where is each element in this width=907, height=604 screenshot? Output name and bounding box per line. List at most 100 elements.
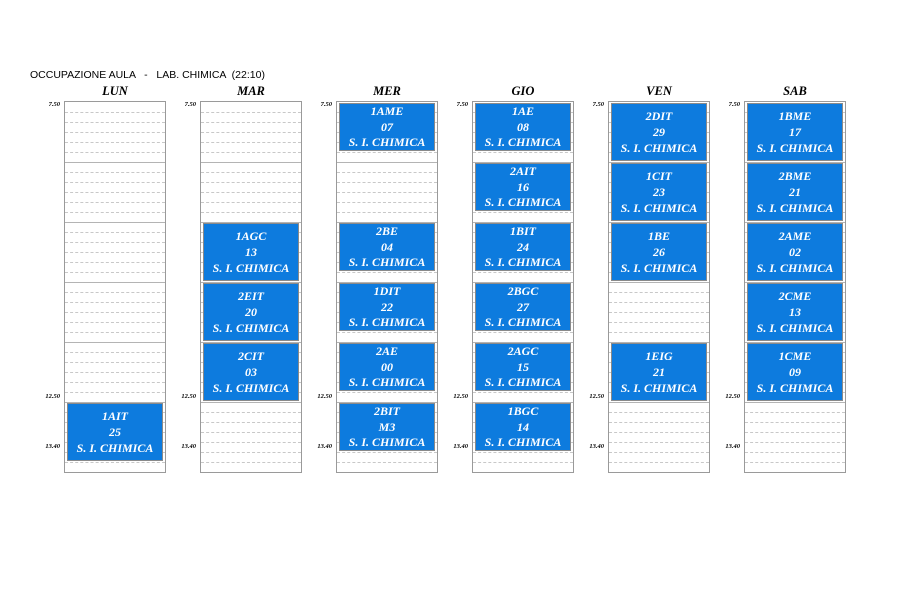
slot-divider xyxy=(745,452,845,453)
hour-divider xyxy=(609,222,709,223)
hour-divider xyxy=(201,282,301,283)
hour-divider xyxy=(65,222,165,223)
lesson-class: 1EIG xyxy=(645,349,673,363)
slot-divider xyxy=(65,122,165,123)
lesson-code: 21 xyxy=(789,185,801,199)
lesson-code: 22 xyxy=(381,299,393,314)
time-label-mid: 12.50 xyxy=(45,393,60,400)
slot-divider xyxy=(65,112,165,113)
hour-divider xyxy=(337,222,437,223)
lesson-class: 2EIT xyxy=(237,289,264,303)
lesson-class: 1AE xyxy=(511,104,534,118)
slot-divider xyxy=(337,462,437,463)
lesson-room: S. I. CHIMICA xyxy=(756,261,834,275)
time-label-end: 13.40 xyxy=(45,443,60,450)
lesson-class: 1AGC xyxy=(235,229,267,243)
hour-divider xyxy=(65,342,165,343)
slot-divider xyxy=(65,272,165,273)
slot-divider xyxy=(473,212,573,213)
lesson-class: 2DIT xyxy=(645,109,673,123)
slot-divider xyxy=(65,372,165,373)
lesson-class: 2CIT xyxy=(237,349,264,363)
slot-divider xyxy=(65,462,165,463)
lesson-class: 2BGC xyxy=(507,284,539,298)
lesson-class: 1AME xyxy=(370,104,404,118)
hour-divider xyxy=(609,162,709,163)
slot-divider xyxy=(609,302,709,303)
lesson-code: 26 xyxy=(653,245,665,259)
lesson-room: S. I. CHIMICA xyxy=(348,375,426,389)
slot-divider xyxy=(473,152,573,153)
slot-divider xyxy=(65,152,165,153)
lesson-code: 21 xyxy=(653,365,665,379)
time-label-mid: 12.50 xyxy=(589,393,604,400)
lesson-code: 23 xyxy=(653,185,665,199)
slot-divider xyxy=(473,332,573,333)
hour-divider xyxy=(337,402,437,403)
lesson-room: S. I. CHIMICA xyxy=(484,195,562,209)
lesson-room: S. I. CHIMICA xyxy=(484,435,562,449)
slot-divider xyxy=(65,292,165,293)
hour-divider xyxy=(473,402,573,403)
lesson-class: 1BIT xyxy=(509,224,536,238)
slot-divider xyxy=(337,452,437,453)
slot-divider xyxy=(65,392,165,393)
slot-divider xyxy=(65,312,165,313)
time-label-start: 7.50 xyxy=(728,101,740,108)
slot-divider xyxy=(745,462,845,463)
lesson-code: 14 xyxy=(517,419,529,434)
slot-divider xyxy=(337,392,437,393)
lesson-class: 2CME xyxy=(778,289,812,303)
slot-divider xyxy=(609,312,709,313)
lesson-code: 09 xyxy=(789,365,801,379)
lesson-room: S. I. CHIMICA xyxy=(348,135,426,149)
slot-divider xyxy=(201,152,301,153)
lesson-room: S. I. CHIMICA xyxy=(212,321,290,335)
hour-divider xyxy=(745,162,845,163)
lesson-class: 1BE xyxy=(647,229,670,243)
slot-divider xyxy=(337,272,437,273)
lesson-class: 2AGC xyxy=(507,344,539,358)
time-label-start: 7.50 xyxy=(456,101,468,108)
slot-divider xyxy=(201,202,301,203)
slot-divider xyxy=(201,182,301,183)
slot-divider xyxy=(337,152,437,153)
slot-divider xyxy=(201,432,301,433)
slot-divider xyxy=(473,272,573,273)
lesson-code: 29 xyxy=(653,125,665,139)
slot-divider xyxy=(65,262,165,263)
slot-divider xyxy=(65,322,165,323)
slot-divider xyxy=(201,212,301,213)
lesson-room: S. I. CHIMICA xyxy=(484,135,562,149)
